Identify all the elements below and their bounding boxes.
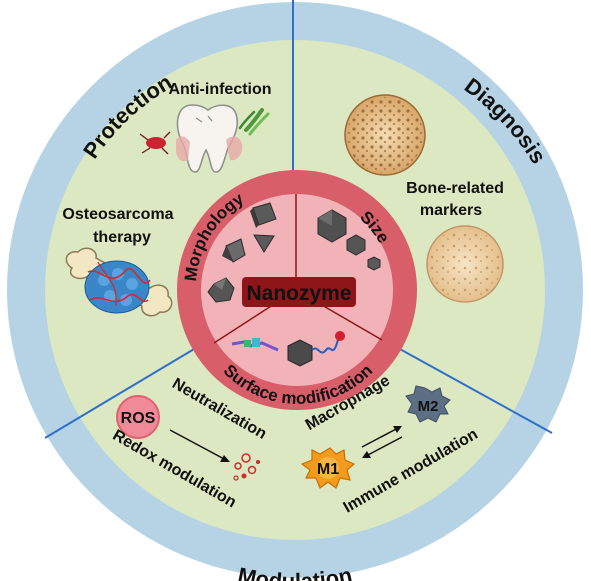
large-particle-icon xyxy=(317,209,347,243)
label-m1: M1 xyxy=(317,461,339,478)
label-anti-infection: Anti-infection xyxy=(168,81,271,98)
swap-arrows xyxy=(361,426,403,458)
nanozyme-label-box xyxy=(242,277,356,307)
polyhedron-particle-icon xyxy=(207,277,235,303)
arrow-ros-head xyxy=(220,455,230,462)
bone-marker-icon-2 xyxy=(426,225,504,303)
bacteria-icon xyxy=(139,131,171,155)
surface-modified-particle-icon xyxy=(231,331,345,367)
arrow-ros xyxy=(169,429,227,461)
label-modulation: Modulation xyxy=(236,562,355,581)
cube-particle-icon xyxy=(250,202,277,228)
label-osteosarcoma-2: therapy xyxy=(93,229,151,246)
medium-particle-icon xyxy=(346,234,366,256)
nanozyme-label: Nanozyme xyxy=(246,282,351,305)
tooth-icon xyxy=(176,104,243,173)
tumor-bone-icon xyxy=(65,247,173,317)
ros-badge: ROS xyxy=(116,395,160,439)
bone-marker-icon-1 xyxy=(344,94,426,176)
small-particle-icon xyxy=(367,256,381,271)
octahedron-particle-icon xyxy=(222,238,246,263)
m1-macrophage-icon: M1 xyxy=(300,447,356,489)
label-ros: ROS xyxy=(121,410,156,427)
bacilli-icon xyxy=(238,108,270,136)
label-m2: M2 xyxy=(418,398,439,415)
m2-macrophage-icon: M2 xyxy=(405,385,451,423)
triangle-particle-icon xyxy=(253,234,275,253)
label-bone-markers-1: Bone-related xyxy=(406,180,504,197)
label-bone-markers-2: markers xyxy=(420,202,482,219)
label-osteosarcoma-1: Osteosarcoma xyxy=(62,206,173,223)
ros-droplets-icon xyxy=(233,453,260,481)
